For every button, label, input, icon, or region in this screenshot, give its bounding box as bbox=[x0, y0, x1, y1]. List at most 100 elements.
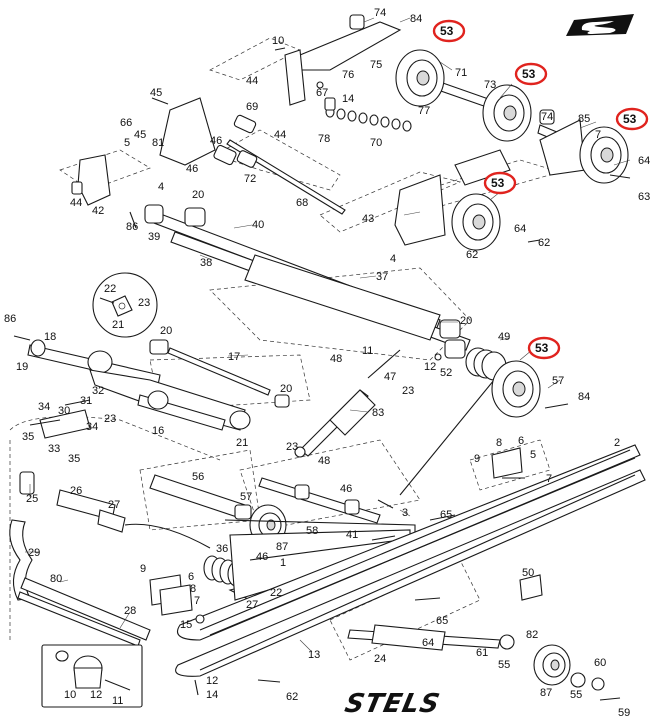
callout-14b: 14 bbox=[206, 689, 218, 701]
callout-22: 22 bbox=[104, 283, 116, 295]
callout-44b: 44 bbox=[274, 129, 286, 141]
cross-shaft-56 bbox=[149, 474, 252, 520]
callout-72: 72 bbox=[244, 173, 256, 185]
callout-25: 25 bbox=[26, 493, 38, 505]
callout-46c: 46 bbox=[340, 483, 352, 495]
callout-11a: 11 bbox=[362, 345, 373, 357]
callout-34b: 34 bbox=[86, 421, 98, 433]
callout-20d: 20 bbox=[280, 383, 292, 395]
callout-13: 13 bbox=[308, 649, 320, 661]
washers-55 bbox=[499, 634, 605, 691]
callout-74b: 74 bbox=[541, 111, 553, 123]
callout-83: 83 bbox=[372, 407, 384, 419]
callout-14a: 14 bbox=[342, 93, 354, 105]
callout-5b: 5 bbox=[530, 449, 536, 461]
callout-40: 40 bbox=[252, 219, 264, 231]
callout-23d: 23 bbox=[286, 441, 298, 453]
callout-4b: 4 bbox=[390, 253, 396, 265]
idler-wheel-upper-2 bbox=[482, 84, 532, 142]
svg-text:53: 53 bbox=[440, 24, 454, 38]
callout-64b: 64 bbox=[514, 223, 526, 235]
svg-text:STELS: STELS bbox=[342, 689, 443, 719]
callout-7c: 7 bbox=[194, 595, 200, 607]
callout-42: 42 bbox=[92, 205, 104, 217]
callout-33: 33 bbox=[48, 443, 60, 455]
callout-35a: 35 bbox=[22, 431, 34, 443]
callout-60: 60 bbox=[594, 657, 606, 669]
callout-48b: 48 bbox=[318, 455, 330, 467]
callout-18: 18 bbox=[44, 331, 56, 343]
cross-shaft-41 bbox=[258, 477, 381, 555]
callout-31: 31 bbox=[80, 395, 92, 407]
callout-36: 36 bbox=[216, 543, 228, 555]
callout-6b: 6 bbox=[188, 571, 194, 583]
callout-27a: 27 bbox=[108, 499, 120, 511]
callout-24: 24 bbox=[374, 653, 386, 665]
callout-26: 26 bbox=[70, 485, 82, 497]
rear-swing-arm bbox=[27, 339, 290, 439]
callout-46a: 46 bbox=[210, 135, 222, 147]
callout-29: 29 bbox=[28, 547, 40, 559]
callout-9a: 9 bbox=[474, 453, 480, 465]
callout-30: 30 bbox=[58, 405, 70, 417]
callout-69: 69 bbox=[246, 101, 258, 113]
callout-44a: 44 bbox=[246, 75, 258, 87]
callout-78: 78 bbox=[318, 133, 330, 145]
callout-28: 28 bbox=[124, 605, 136, 617]
mount-bracket-left bbox=[149, 574, 193, 616]
callout-68: 68 bbox=[296, 197, 308, 209]
idler-wheel-upper-1 bbox=[395, 49, 445, 107]
callout-10b: 10 bbox=[64, 689, 76, 701]
callout-35b: 35 bbox=[68, 453, 80, 465]
callout-70: 70 bbox=[370, 137, 382, 149]
callout-64a: 64 bbox=[638, 155, 650, 167]
callout-2: 2 bbox=[614, 437, 620, 449]
callout-43: 43 bbox=[362, 213, 374, 225]
callout-65a: 65 bbox=[440, 509, 452, 521]
callout-19: 19 bbox=[16, 361, 28, 373]
callout-73: 73 bbox=[484, 79, 496, 91]
callout-62a: 62 bbox=[538, 237, 550, 249]
callout-84a: 84 bbox=[410, 13, 422, 25]
front-arm-assembly bbox=[9, 471, 211, 647]
callout-12b: 12 bbox=[90, 689, 102, 701]
lower-cross-shaft bbox=[347, 624, 501, 651]
highlight-53-a: 53 bbox=[432, 19, 466, 43]
callout-10a: 10 bbox=[272, 35, 284, 47]
stels-s-logo-icon bbox=[566, 14, 634, 36]
callout-56: 56 bbox=[192, 471, 204, 483]
brand-wordmark: STELS bbox=[342, 689, 443, 719]
mount-bracket-right bbox=[491, 447, 523, 479]
callout-20c: 20 bbox=[460, 315, 472, 327]
callout-1: 1 bbox=[280, 557, 286, 569]
callout-21a: 21 bbox=[112, 319, 124, 331]
detail-inset-lower bbox=[41, 644, 143, 708]
callout-50: 50 bbox=[522, 567, 534, 579]
torsion-spring bbox=[399, 347, 507, 496]
svg-text:53: 53 bbox=[623, 112, 637, 126]
callout-20a: 20 bbox=[192, 189, 204, 201]
bracket-50 bbox=[519, 574, 543, 601]
callout-66: 66 bbox=[120, 117, 132, 129]
callout-62c: 62 bbox=[286, 691, 298, 703]
callout-87a: 87 bbox=[276, 541, 288, 553]
callout-7a: 7 bbox=[595, 129, 601, 141]
main-shafts bbox=[144, 204, 471, 359]
callout-8b: 8 bbox=[190, 583, 196, 595]
callout-76: 76 bbox=[342, 69, 354, 81]
callout-47: 47 bbox=[384, 371, 396, 383]
callout-12c: 12 bbox=[206, 675, 218, 687]
callout-86a: 86 bbox=[126, 221, 138, 233]
callout-82: 82 bbox=[526, 629, 538, 641]
callout-11b: 11 bbox=[112, 695, 123, 707]
callout-75: 75 bbox=[370, 59, 382, 71]
callout-65b: 65 bbox=[436, 615, 448, 627]
callout-6a: 6 bbox=[518, 435, 524, 447]
callout-45a: 45 bbox=[150, 87, 162, 99]
highlight-53-b: 53 bbox=[514, 62, 548, 86]
svg-text:53: 53 bbox=[491, 176, 505, 190]
callout-62b: 62 bbox=[466, 249, 478, 261]
callout-4a: 4 bbox=[158, 181, 164, 193]
callout-labels: 74 84 10 75 76 71 44 67 14 73 45 69 77 7… bbox=[4, 7, 650, 719]
